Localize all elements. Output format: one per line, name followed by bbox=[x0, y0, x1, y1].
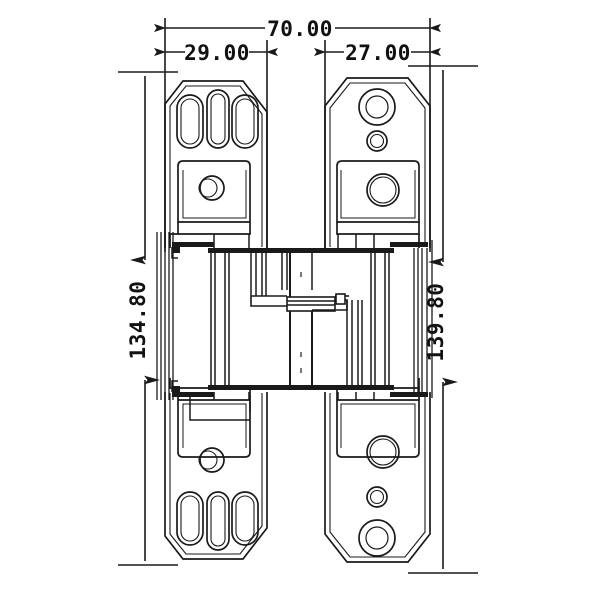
left-shoulder-step-top bbox=[169, 222, 179, 248]
round-hole-inner-icon bbox=[369, 438, 397, 466]
left-leaf-plate-top bbox=[177, 160, 251, 223]
knuckle-left-tab-bottom bbox=[172, 392, 214, 397]
round-hole-icon bbox=[366, 435, 400, 469]
left-leaf-plate-bottom bbox=[177, 399, 251, 458]
oblong-slot-icon bbox=[206, 89, 230, 149]
dim-label-overall-width: 70.00 bbox=[267, 17, 333, 41]
oblong-slot-icon bbox=[176, 94, 204, 149]
knuckle-right-tab-bottom bbox=[390, 392, 428, 397]
right-leaf-plate-bottom-inner bbox=[340, 403, 416, 448]
small-round-hole-icon bbox=[366, 130, 388, 152]
link-arm-lines-right bbox=[311, 253, 390, 386]
oblong-slot-inner-icon bbox=[235, 98, 255, 145]
left-leaf-plate-top-inner bbox=[182, 170, 247, 219]
right-leaf-outline-top bbox=[324, 77, 431, 248]
right-leaf-outline-bottom bbox=[324, 392, 431, 563]
right-leaf-inner-outline-bottom bbox=[329, 393, 426, 558]
left-leaf-inner-outline-top bbox=[169, 85, 263, 247]
dim-label-right-height: 139.80 bbox=[424, 283, 448, 362]
knuckle-to-leaf-connectors bbox=[189, 234, 375, 421]
round-hole-inner-icon bbox=[369, 176, 397, 204]
left-leaf bbox=[164, 80, 268, 560]
right-shoulder-rail-top bbox=[336, 222, 420, 235]
left-leaf-outline-top bbox=[164, 80, 268, 248]
oblong-slot-icon bbox=[176, 491, 204, 546]
left-leaf-bottom-slot-group bbox=[176, 491, 259, 551]
left-edge-line-stack bbox=[156, 232, 174, 400]
link-arm-lines-left bbox=[210, 253, 288, 386]
round-hole-inner-icon bbox=[198, 178, 218, 198]
large-round-hole-inner-icon bbox=[365, 526, 389, 550]
dimension-group-vertical bbox=[118, 65, 478, 574]
right-leaf-plate-top-inner bbox=[340, 170, 416, 219]
left-leaf-outline-bottom bbox=[164, 392, 268, 560]
knuckle-bottom-cap bbox=[208, 385, 394, 390]
round-hole-inner-icon bbox=[198, 450, 218, 470]
center-knuckle-assembly bbox=[156, 232, 433, 421]
round-hole-icon bbox=[199, 447, 225, 473]
left-shoulder-rail-top bbox=[178, 222, 251, 235]
knuckle-right-tab-top bbox=[390, 242, 428, 247]
small-round-hole-inner-icon bbox=[369, 133, 385, 149]
oblong-slot-inner-icon bbox=[180, 495, 200, 542]
knuckle-step-notches bbox=[171, 246, 180, 393]
knuckle-left-tab-top bbox=[172, 242, 214, 247]
oblong-slot-icon bbox=[206, 491, 230, 551]
large-round-hole-icon bbox=[358, 88, 396, 126]
round-hole-icon bbox=[366, 173, 400, 207]
left-leaf-inner-outline-bottom bbox=[169, 393, 263, 555]
left-leaf-plate-bottom-inner bbox=[182, 403, 247, 448]
dim-label-right-leaf-width: 27.00 bbox=[345, 41, 411, 65]
large-round-hole-inner-icon bbox=[365, 95, 389, 119]
oblong-slot-inner-icon bbox=[210, 495, 226, 547]
oblong-slot-inner-icon bbox=[210, 93, 226, 145]
oblong-slot-icon bbox=[231, 94, 259, 149]
dim-label-left-height: 134.80 bbox=[126, 281, 150, 360]
right-leaf-inner-outline-top bbox=[329, 82, 426, 247]
oblong-slot-inner-icon bbox=[180, 98, 200, 145]
large-round-hole-icon bbox=[358, 519, 396, 557]
oblong-slot-inner-icon bbox=[235, 495, 255, 542]
center-pivot-post bbox=[289, 253, 313, 386]
oblong-slot-icon bbox=[231, 491, 259, 546]
small-round-hole-icon bbox=[366, 486, 388, 508]
right-edge-line-stack bbox=[413, 240, 433, 398]
right-leaf-plate-top bbox=[336, 160, 420, 223]
round-hole-icon bbox=[199, 175, 225, 201]
small-round-hole-inner-icon bbox=[369, 489, 385, 505]
right-leaf-plate-bottom bbox=[336, 399, 420, 458]
knuckle-top-cap bbox=[208, 248, 394, 253]
left-leaf-top-slot-group bbox=[176, 89, 259, 149]
center-cam-detail bbox=[250, 293, 349, 312]
dim-label-left-leaf-width: 29.00 bbox=[184, 41, 250, 65]
